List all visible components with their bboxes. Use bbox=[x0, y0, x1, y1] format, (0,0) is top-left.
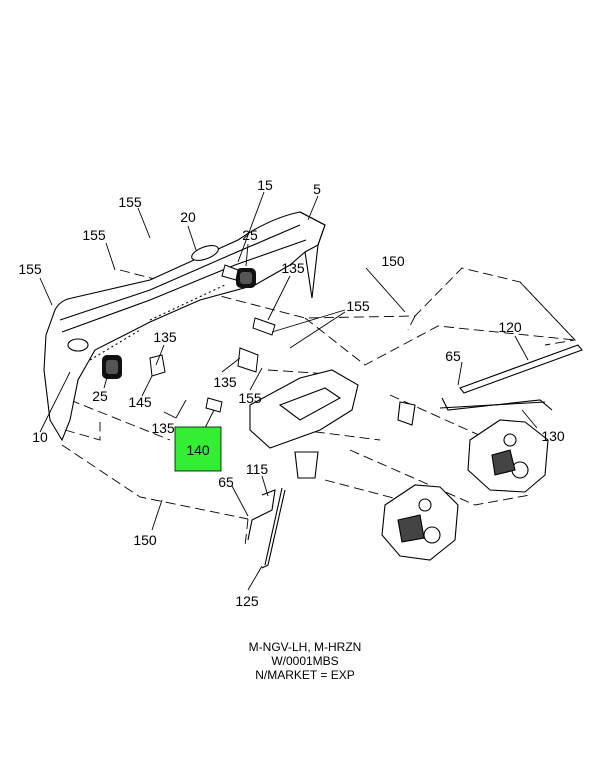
callout-5[interactable]: 5 bbox=[313, 181, 321, 197]
callout-65-lower[interactable]: 65 bbox=[218, 474, 234, 490]
callout-10[interactable]: 10 bbox=[32, 429, 48, 445]
caption-line-2: W/0001MBS bbox=[271, 654, 339, 668]
callout-115[interactable]: 115 bbox=[246, 461, 269, 477]
small-brackets bbox=[149, 264, 276, 413]
callout-15[interactable]: 15 bbox=[257, 177, 273, 193]
callout-135-c[interactable]: 135 bbox=[213, 374, 237, 390]
mounting-bracket-lower bbox=[381, 484, 459, 561]
fog-lamp-right bbox=[236, 268, 256, 288]
bumper-support-frame bbox=[249, 369, 359, 479]
callout-145[interactable]: 145 bbox=[128, 394, 152, 410]
leader-lines bbox=[39, 191, 538, 591]
callout-150-bottom[interactable]: 150 bbox=[133, 532, 157, 548]
fog-lamp-left bbox=[102, 355, 122, 379]
brace-rods bbox=[247, 344, 583, 569]
callout-155-a[interactable]: 155 bbox=[118, 194, 142, 210]
callout-135-a[interactable]: 135 bbox=[281, 260, 305, 276]
callout-25-left[interactable]: 25 bbox=[92, 388, 108, 404]
callout-125[interactable]: 125 bbox=[235, 593, 259, 609]
bumper-fascia bbox=[43, 211, 326, 442]
callout-135-d[interactable]: 135 bbox=[151, 420, 175, 436]
callout-155-b[interactable]: 155 bbox=[82, 227, 106, 243]
callout-120[interactable]: 120 bbox=[498, 319, 522, 335]
callout-20[interactable]: 20 bbox=[180, 209, 196, 225]
callout-155-e[interactable]: 155 bbox=[238, 390, 262, 406]
callout-150-top[interactable]: 150 bbox=[381, 253, 405, 269]
callout-140[interactable]: 140 bbox=[186, 442, 210, 458]
caption-line-3: N/MARKET = EXP bbox=[255, 668, 355, 682]
mounting-bracket-upper bbox=[467, 419, 549, 493]
callout-labels: 5 15 20 25 155 155 155 135 150 155 120 1… bbox=[18, 177, 565, 609]
highlight-box-140[interactable] bbox=[174, 426, 222, 472]
callout-135-b[interactable]: 135 bbox=[153, 329, 177, 345]
callout-155-d[interactable]: 155 bbox=[346, 298, 370, 314]
callout-155-c[interactable]: 155 bbox=[18, 261, 42, 277]
callout-65-upper[interactable]: 65 bbox=[445, 348, 461, 364]
callout-25-top[interactable]: 25 bbox=[242, 227, 258, 243]
caption-line-1: M-NGV-LH, M-HRZN bbox=[248, 640, 362, 654]
callout-130[interactable]: 130 bbox=[541, 428, 565, 444]
model-caption: M-NGV-LH, M-HRZN W/0001MBS N/MARKET = EX… bbox=[0, 640, 610, 682]
